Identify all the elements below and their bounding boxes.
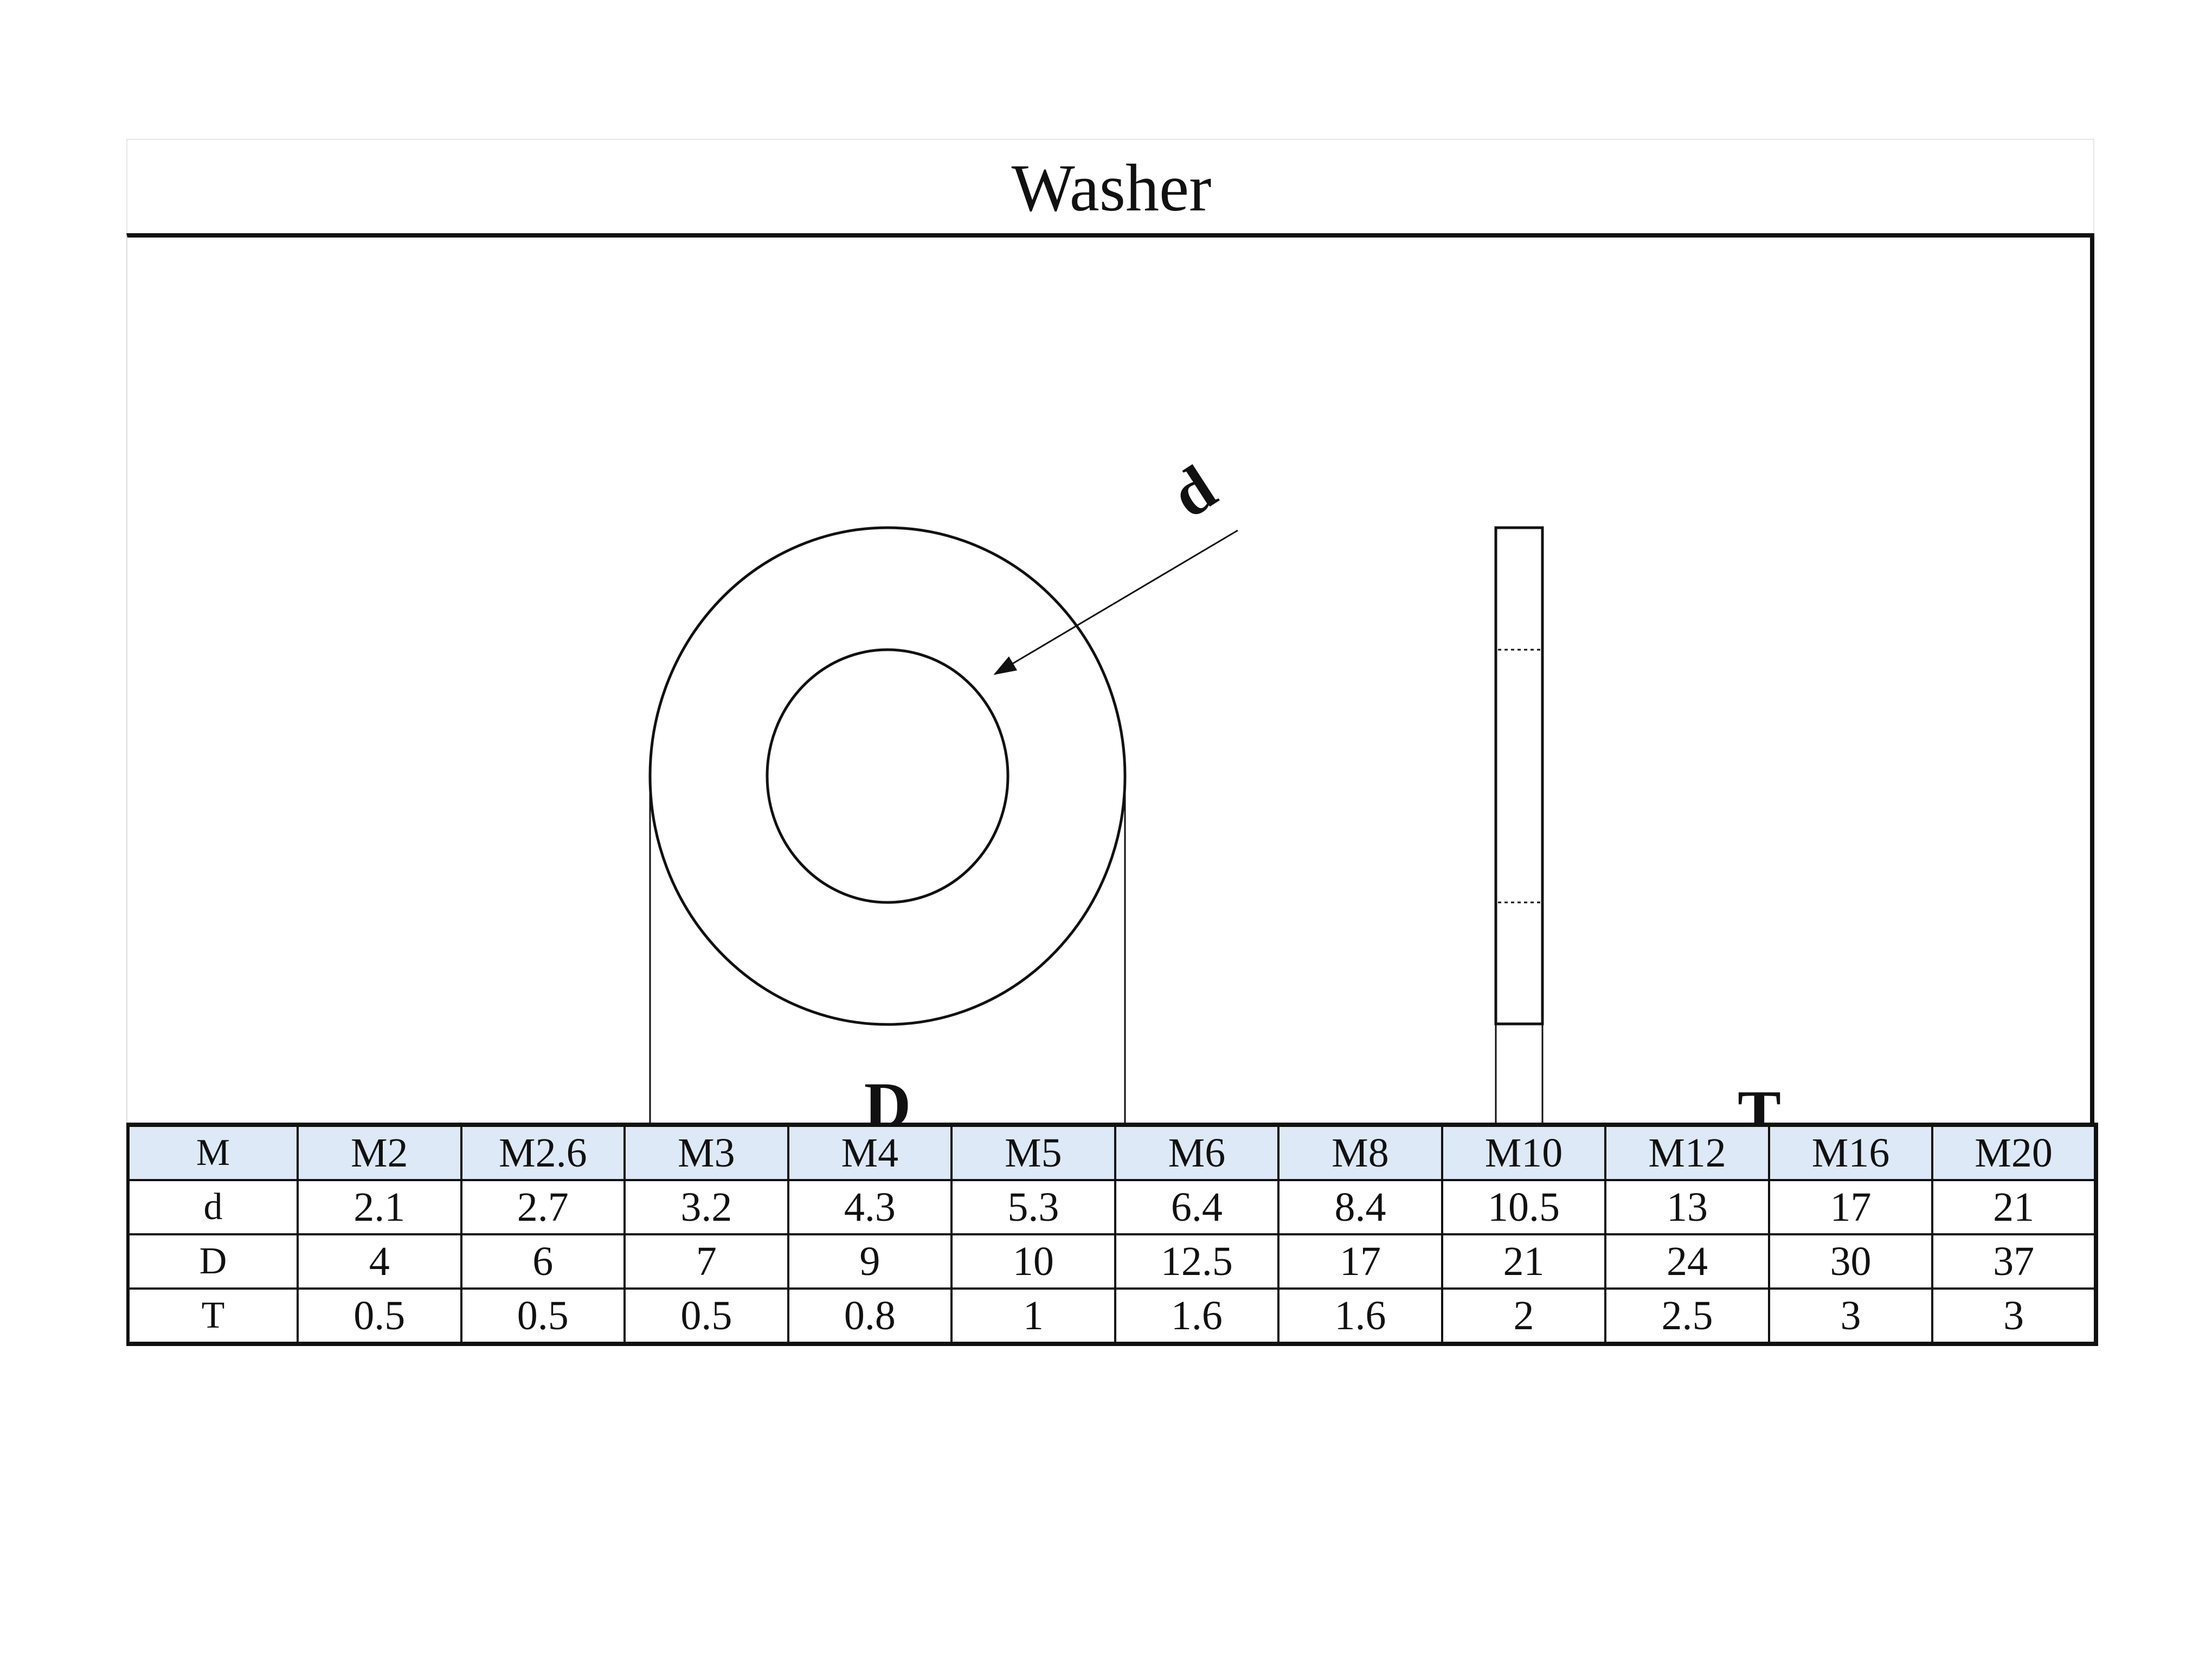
table-row-label: D [127,1233,299,1290]
inner-diameter-leader [993,529,1238,675]
table-cell: 37 [1931,1233,2097,1290]
table-cell: 10 [950,1233,1116,1290]
table-cell: 9 [787,1233,953,1290]
table-cell: 21 [1931,1179,2097,1235]
table-header-cell: M16 [1767,1124,1934,1181]
table-cell: 6 [460,1233,626,1290]
table-cell: 0.5 [297,1287,462,1345]
table-cell: 12.5 [1114,1233,1280,1290]
washer-spec-sheet: Washer d D [126,139,2098,1350]
table-cell: 21 [1441,1233,1607,1290]
inner-circle [766,648,1009,904]
table-cell: 8.4 [1277,1179,1443,1235]
table-header-cell: M2.6 [460,1124,626,1181]
title-band: Washer [126,139,2094,233]
side-view-washer [1494,526,1544,1026]
table-cell: 3.2 [623,1179,789,1235]
table-cell: 3 [1767,1287,1934,1345]
table-cell: 13 [1604,1179,1770,1235]
table-cell: 0.5 [623,1287,789,1345]
table-cell: 2.1 [297,1179,462,1235]
table-header-cell: M10 [1441,1124,1607,1181]
table-cell: 3 [1931,1287,2097,1345]
table-header-label: M [127,1124,299,1181]
washer-drawing: d D T [648,451,1781,1127]
outer-diameter-label: D [864,1069,911,1127]
table-header-cell: M12 [1604,1124,1770,1181]
table-cell: 17 [1767,1179,1934,1235]
table-header-cell: M3 [623,1124,789,1181]
table-header-cell: M5 [950,1124,1116,1181]
table-cell: 17 [1277,1233,1443,1290]
table-cell: 1.6 [1277,1287,1443,1345]
table-cell: 7 [623,1233,789,1290]
table-cell: 10.5 [1441,1179,1607,1235]
table-header-cell: M4 [787,1124,953,1181]
table-row-label: T [127,1287,299,1345]
table-cell: 24 [1604,1233,1770,1290]
drawing-area: d D T [126,233,2094,1127]
thickness-label: T [1738,1077,1781,1127]
table-cell: 2.5 [1604,1287,1770,1345]
table-cell: 2 [1441,1287,1607,1345]
table-row-label: d [127,1179,299,1235]
table-header-cell: M2 [297,1124,462,1181]
table-cell: 0.8 [787,1287,953,1345]
inner-diameter-label: d [1159,451,1228,531]
page-title: Washer [1011,151,1212,225]
table-cell: 0.5 [460,1287,626,1345]
table-cell: 6.4 [1114,1179,1280,1235]
outer-circle [648,526,1127,1026]
table-cell: 1.6 [1114,1287,1280,1345]
table-cell: 30 [1767,1233,1934,1290]
table-cell: 4.3 [787,1179,953,1235]
table-cell: 4 [297,1233,462,1290]
table-header-cell: M20 [1931,1124,2097,1181]
table-cell: 1 [950,1287,1116,1345]
table-cell: 5.3 [950,1179,1116,1235]
table-header-cell: M8 [1277,1124,1443,1181]
table-header-cell: M6 [1114,1124,1280,1181]
table-cell: 2.7 [460,1179,626,1235]
